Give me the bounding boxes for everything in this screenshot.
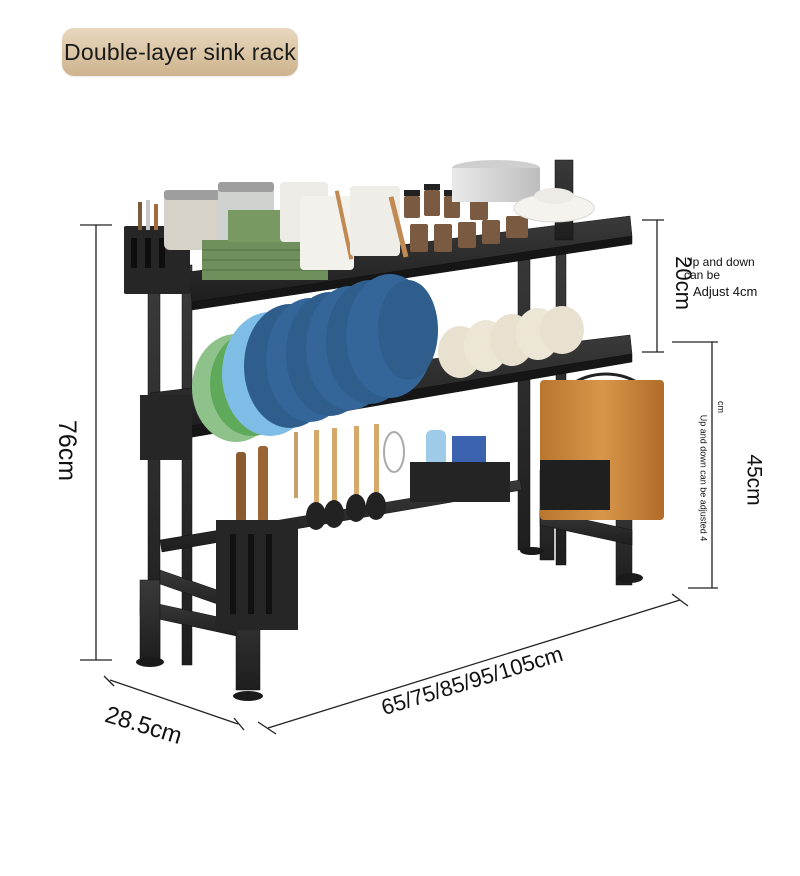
lower-height-label: 45cm bbox=[742, 454, 766, 506]
knife-holder bbox=[216, 446, 298, 630]
lower-adjust-unit: cm bbox=[716, 401, 726, 413]
top-shelf-items bbox=[164, 160, 595, 280]
side-basket bbox=[410, 430, 510, 502]
upper-adjust-line2: can be bbox=[684, 268, 721, 282]
rack-feet bbox=[136, 547, 643, 701]
hanging-utensils bbox=[294, 424, 405, 530]
lower-adjust-label: Up and down can be adjusted 4 bbox=[698, 414, 709, 542]
product-title-badge: Double-layer sink rack bbox=[62, 28, 298, 76]
upper-adjust-line1: Up and down bbox=[684, 255, 755, 269]
dish-plates bbox=[192, 274, 584, 442]
side-holder bbox=[140, 395, 192, 460]
product-title: Double-layer sink rack bbox=[64, 38, 296, 65]
cutting-board bbox=[540, 372, 664, 520]
total-height-label: 76cm bbox=[53, 419, 82, 482]
upper-adjust-line3: Adjust 4cm bbox=[693, 284, 758, 299]
dimension-lines bbox=[80, 219, 718, 735]
